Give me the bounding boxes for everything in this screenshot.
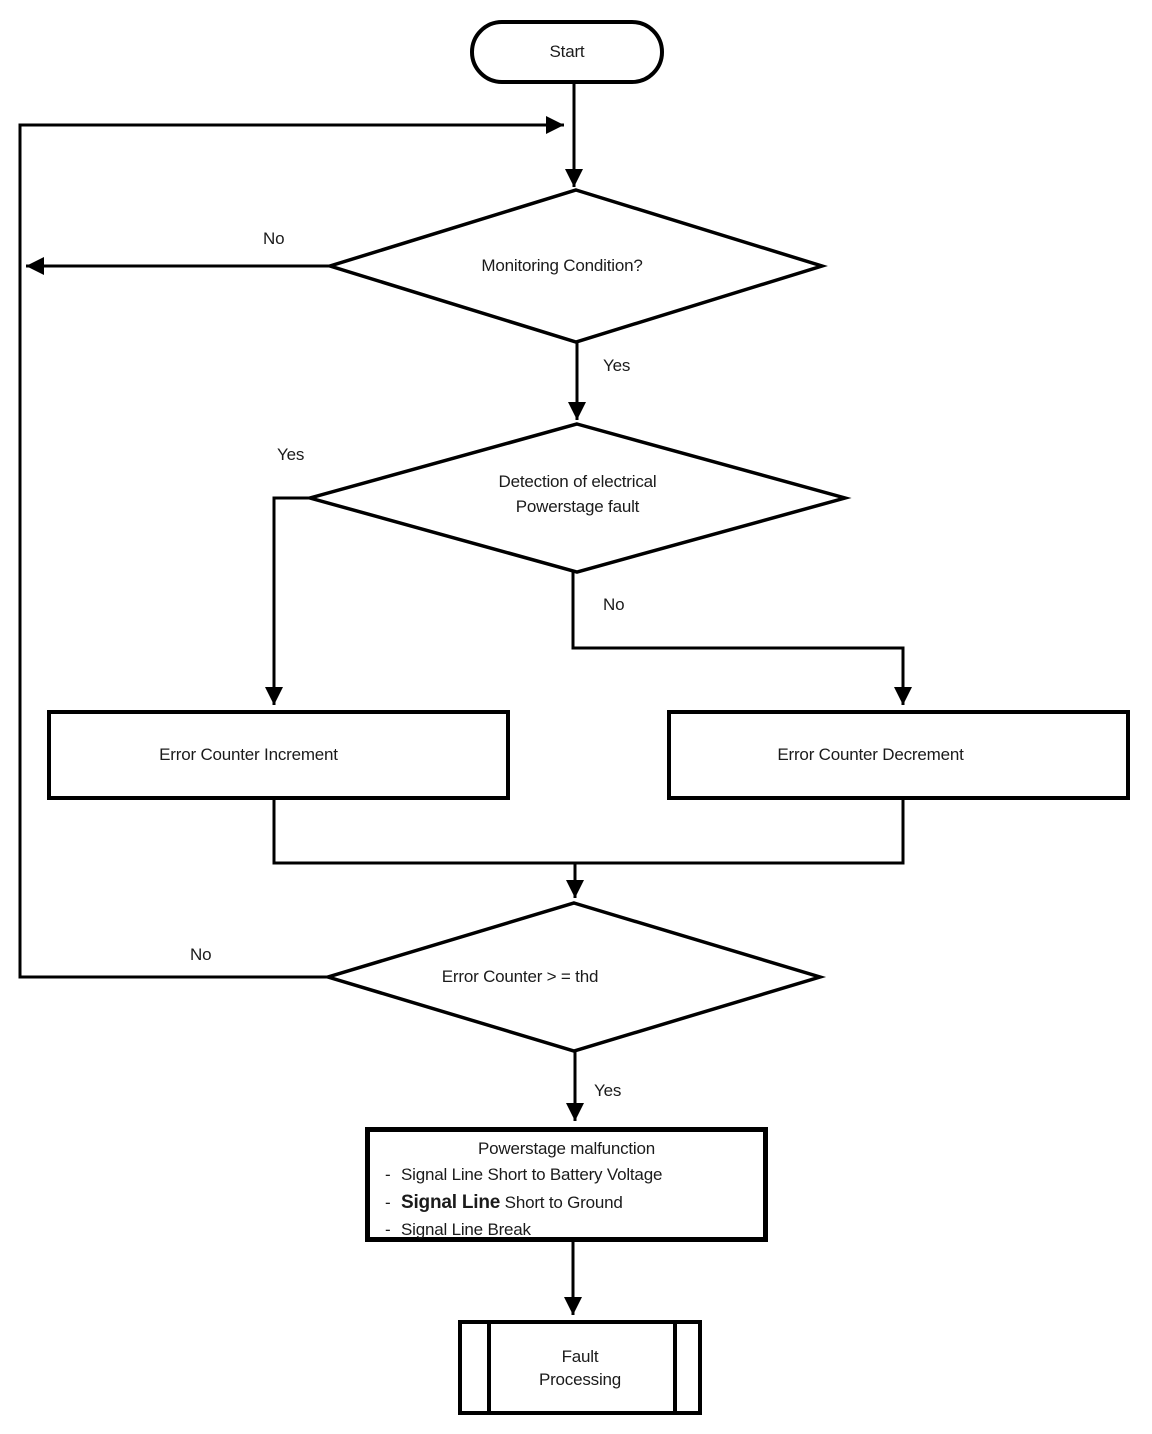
- malfunction-bullet: -Signal Line Break: [370, 1217, 763, 1243]
- process-increment: Error Counter Increment: [47, 710, 510, 800]
- decision-monitoring-shape: [324, 188, 828, 344]
- edge-label-monitoring-yes: Yes: [601, 356, 633, 376]
- process-malfunction: Powerstage malfunction -Signal Line Shor…: [365, 1127, 768, 1242]
- bullet-text: Signal Line Short to Battery Voltage: [401, 1165, 663, 1184]
- predefined-process-side-bar-right: [673, 1324, 677, 1411]
- malfunction-title: Powerstage malfunction: [477, 1139, 656, 1158]
- fault-label-line2: Processing: [538, 1369, 622, 1389]
- process-increment-label: Error Counter Increment: [159, 745, 338, 764]
- start-label: Start: [549, 42, 585, 61]
- detection-yes-line: [265, 496, 310, 705]
- malfunction-content: Powerstage malfunction -Signal Line Shor…: [370, 1132, 763, 1239]
- feedback-loop-line: [18, 116, 564, 979]
- fault-processing-label: Fault Processing: [539, 1345, 621, 1391]
- merge-line: [272, 800, 905, 865]
- edge-label-monitoring-no: No: [261, 229, 287, 249]
- edge-label-threshold-yes: Yes: [592, 1081, 624, 1101]
- bullet-dash: -: [385, 1193, 391, 1212]
- start-node: Start: [470, 20, 664, 84]
- decision-threshold-shape: [321, 901, 827, 1053]
- process-decrement-label: Error Counter Decrement: [777, 745, 964, 764]
- edge-label-detection-yes: Yes: [275, 445, 307, 465]
- predefined-fault-processing: Fault Processing: [458, 1320, 702, 1415]
- edge-label-threshold-no: No: [188, 945, 214, 965]
- detection-no-line: [571, 572, 912, 705]
- bullet-dash: -: [385, 1220, 391, 1239]
- bullet-text: Short to Ground: [500, 1193, 623, 1212]
- bullet-text-bold: Signal Line: [401, 1192, 501, 1213]
- edge-label-detection-no: No: [601, 595, 627, 615]
- process-decrement: Error Counter Decrement: [667, 710, 1130, 800]
- malfunction-bullet: -Signal Line Short to Ground: [370, 1188, 763, 1217]
- decision-detection-shape: [303, 422, 852, 574]
- malfunction-bullet: -Signal Line Short to Battery Voltage: [370, 1162, 763, 1188]
- bullet-dash: -: [385, 1165, 391, 1184]
- predefined-process-side-bar-left: [487, 1324, 491, 1411]
- bullet-text: Signal Line Break: [401, 1220, 531, 1239]
- fault-label-line1: Fault: [561, 1346, 599, 1366]
